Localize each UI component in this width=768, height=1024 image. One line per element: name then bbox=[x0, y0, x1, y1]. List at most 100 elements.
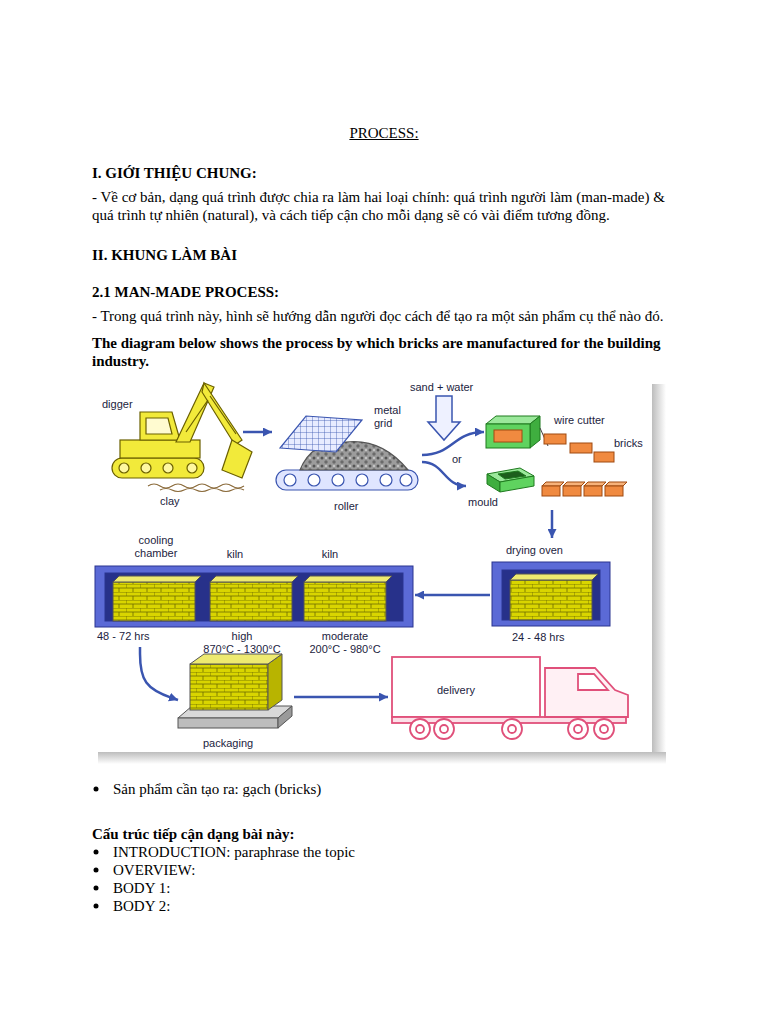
delivery-truck bbox=[434, 719, 454, 739]
stage-label: cooling chamber bbox=[128, 534, 184, 560]
stage-label: digger bbox=[102, 398, 133, 411]
bullet-marks bbox=[94, 787, 99, 909]
roller-conveyor bbox=[276, 470, 418, 490]
input-label: sand + water bbox=[410, 381, 473, 394]
moulded-bricks bbox=[605, 486, 623, 496]
roller-conveyor bbox=[332, 474, 344, 486]
label-holder: BODY 1: bbox=[113, 879, 713, 897]
clay-ground bbox=[160, 489, 244, 492]
roller-conveyor bbox=[276, 416, 418, 490]
label-holder: sand + water bbox=[410, 381, 473, 394]
label-holder: - Trong quá trình này, hình sẽ hướng dẫn… bbox=[92, 307, 682, 325]
delivery-truck bbox=[574, 725, 582, 733]
packaging-pallet bbox=[178, 654, 292, 728]
clay-ground bbox=[148, 484, 244, 488]
mould-drawing bbox=[487, 474, 500, 492]
delivery-truck bbox=[508, 725, 516, 733]
body-paragraph: - Trong quá trình này, hình sẽ hướng dẫn… bbox=[92, 307, 682, 325]
delivery-truck bbox=[440, 725, 448, 733]
kiln-tunnel bbox=[304, 582, 386, 621]
mould-drawing bbox=[487, 468, 534, 492]
bullet-marks bbox=[94, 787, 99, 792]
drying-oven-chamber bbox=[492, 562, 610, 626]
page-title: PROCESS: bbox=[0, 124, 768, 142]
delivery-truck bbox=[568, 719, 588, 739]
drying-oven-chamber bbox=[510, 580, 592, 620]
moulded-bricks bbox=[584, 482, 606, 486]
kiln-tunnel bbox=[113, 582, 195, 621]
drying-oven-chamber bbox=[502, 570, 600, 620]
stage-label: packaging bbox=[203, 737, 253, 750]
label-holder: II. KHUNG LÀM BÀI bbox=[92, 246, 692, 264]
label-holder: Cấu trúc tiếp cận dạng bài này: bbox=[92, 825, 692, 843]
stage-label: kiln bbox=[215, 548, 255, 561]
moulded-bricks bbox=[542, 482, 564, 486]
delivery-truck bbox=[416, 725, 424, 733]
flow-arrow bbox=[294, 696, 388, 699]
label-holder: or bbox=[452, 453, 462, 466]
bullet-item: Sản phẩm cần tạo ra: gạch (bricks) bbox=[113, 780, 713, 798]
stage-detail: 200°C - 980°C bbox=[300, 643, 390, 656]
stage-digging: diggerclay bbox=[98, 398, 243, 510]
flow-arrow bbox=[140, 647, 178, 700]
moulded-bricks bbox=[542, 482, 627, 496]
stage-detail: 24 - 48 hrs bbox=[512, 631, 565, 644]
roller-conveyor bbox=[308, 474, 320, 486]
cut-bricks bbox=[544, 434, 566, 444]
packaging-pallet bbox=[178, 718, 278, 728]
flow-arrow bbox=[422, 432, 484, 455]
kiln-tunnel bbox=[105, 573, 403, 621]
moulded-bricks bbox=[563, 486, 581, 496]
label-holder: 2.1 MAN-MADE PROCESS: bbox=[92, 283, 692, 301]
mould-drawing bbox=[498, 471, 526, 479]
task-prompt: The diagram below shows the process by w… bbox=[92, 334, 682, 370]
digger-drawing bbox=[163, 463, 173, 473]
stage-kiln: kilnmoderate200°C - 980°C bbox=[300, 548, 415, 656]
picture-shadow bbox=[652, 384, 666, 764]
section-heading: I. GIỚI THIỆU CHUNG: bbox=[92, 164, 692, 182]
wire-cutter-drawing bbox=[530, 416, 540, 448]
digger-drawing bbox=[146, 418, 172, 434]
stage-label: mould bbox=[468, 496, 498, 509]
digger-drawing bbox=[187, 463, 197, 473]
bullet-marks bbox=[94, 886, 99, 891]
title-holder: PROCESS: bbox=[0, 124, 768, 142]
roller-conveyor bbox=[400, 474, 412, 486]
stage-detail: moderate bbox=[300, 630, 390, 643]
bullet-marks bbox=[94, 868, 99, 873]
stage-wire-cutter: wire cutterbricks bbox=[484, 412, 649, 454]
roller-conveyor bbox=[356, 474, 368, 486]
moulded-bricks bbox=[542, 486, 560, 496]
stage-detail: high bbox=[200, 630, 284, 643]
sand-water-arrow bbox=[428, 396, 460, 440]
wire-cutter-drawing bbox=[494, 430, 522, 442]
kiln-tunnel bbox=[113, 576, 201, 582]
moulded-bricks bbox=[605, 482, 627, 486]
flow-arrow bbox=[551, 510, 554, 538]
branch-label: or bbox=[452, 453, 462, 466]
stage-drying-oven: drying oven24 - 48 hrs bbox=[490, 538, 615, 644]
digger-drawing bbox=[141, 463, 151, 473]
stage-packaging: packaging bbox=[178, 660, 294, 752]
digger-drawing bbox=[140, 412, 180, 440]
label-holder: INTRODUCTION: paraphrase the topic bbox=[113, 843, 713, 861]
digger-drawing bbox=[222, 440, 252, 478]
bullet-marks bbox=[94, 904, 99, 909]
packaging-pallet bbox=[190, 664, 268, 710]
digger-drawing bbox=[119, 463, 129, 473]
delivery-truck bbox=[545, 668, 628, 717]
section-heading: Cấu trúc tiếp cận dạng bài này: bbox=[92, 825, 692, 843]
sand-water-arrow bbox=[428, 396, 460, 440]
moulded-bricks bbox=[563, 482, 585, 486]
label-holder: BODY 2: bbox=[113, 897, 713, 915]
stage-label: delivery bbox=[437, 684, 475, 697]
roller-conveyor bbox=[284, 474, 296, 486]
bullet-item: BODY 1: bbox=[113, 879, 713, 897]
flow-arrow bbox=[415, 594, 490, 597]
delivery-truck bbox=[502, 719, 522, 739]
wire-cutter-drawing bbox=[486, 424, 530, 448]
stage-mould: mould bbox=[466, 470, 566, 510]
body-paragraph: - Về cơ bản, dạng quá trình được chia ra… bbox=[92, 188, 682, 224]
picture-shadow bbox=[98, 384, 666, 764]
